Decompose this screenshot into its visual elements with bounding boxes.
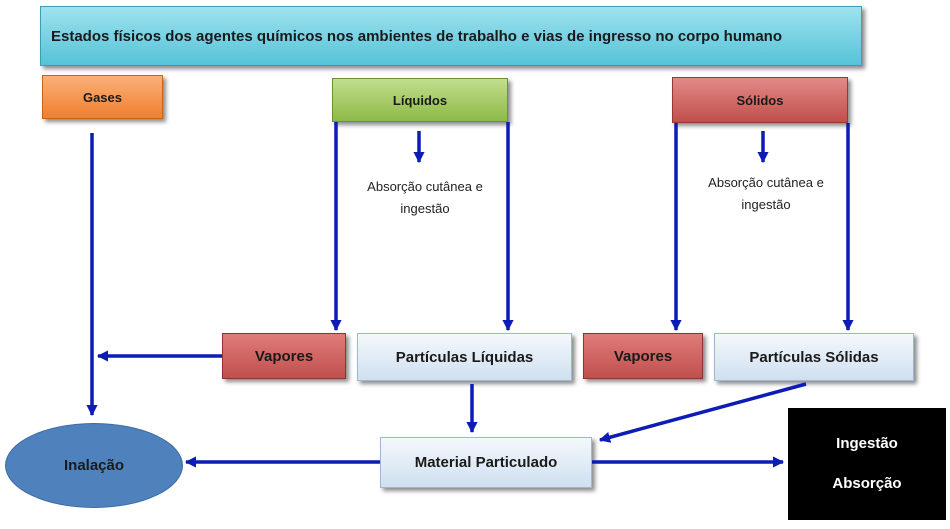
arrow-particulas-solidas-to-material <box>598 382 807 443</box>
liquidos-absorption-annotation: Absorção cutânea e ingestão <box>350 176 500 220</box>
particulas-liquidas-box: Partículas Líquidas <box>357 333 572 381</box>
particulas-solidas-label: Partículas Sólidas <box>749 348 879 366</box>
vapores-solidos-label: Vapores <box>613 347 673 365</box>
material-particulado-box: Material Particulado <box>380 437 592 488</box>
liquidos-absorption-line1: Absorção cutânea e <box>367 179 483 194</box>
diagram-title: Estados físicos dos agentes químicos nos… <box>40 6 862 66</box>
absorcao-label: Absorção <box>832 475 902 492</box>
ingestao-label: Ingestão <box>836 435 898 452</box>
inalacao-ellipse: Inalação <box>5 423 183 508</box>
solidos-absorption-line2: ingestão <box>741 197 791 212</box>
state-liquidos-box: Líquidos <box>332 78 508 122</box>
state-solidos-label: Sólidos <box>736 92 784 108</box>
particulas-liquidas-label: Partículas Líquidas <box>395 348 534 366</box>
state-solidos-box: Sólidos <box>672 77 848 123</box>
solidos-absorption-annotation: Absorção cutânea e ingestão <box>690 172 842 216</box>
solidos-absorption-line1: Absorção cutânea e <box>708 175 824 190</box>
vapores-liquidos-label: Vapores <box>254 347 314 365</box>
diagram-title-text: Estados físicos dos agentes químicos nos… <box>51 27 783 45</box>
ingestao-absorcao-box: Ingestão Absorção <box>788 408 946 520</box>
vapores-solidos-box: Vapores <box>583 333 703 379</box>
vapores-liquidos-box: Vapores <box>222 333 346 379</box>
state-gases-label: Gases <box>82 89 123 105</box>
liquidos-absorption-line2: ingestão <box>400 201 450 216</box>
material-particulado-label: Material Particulado <box>414 454 558 471</box>
state-gases-box: Gases <box>42 75 163 119</box>
inalacao-label: Inalação <box>63 457 125 474</box>
state-liquidos-label: Líquidos <box>392 92 448 108</box>
particulas-solidas-box: Partículas Sólidas <box>714 333 914 381</box>
